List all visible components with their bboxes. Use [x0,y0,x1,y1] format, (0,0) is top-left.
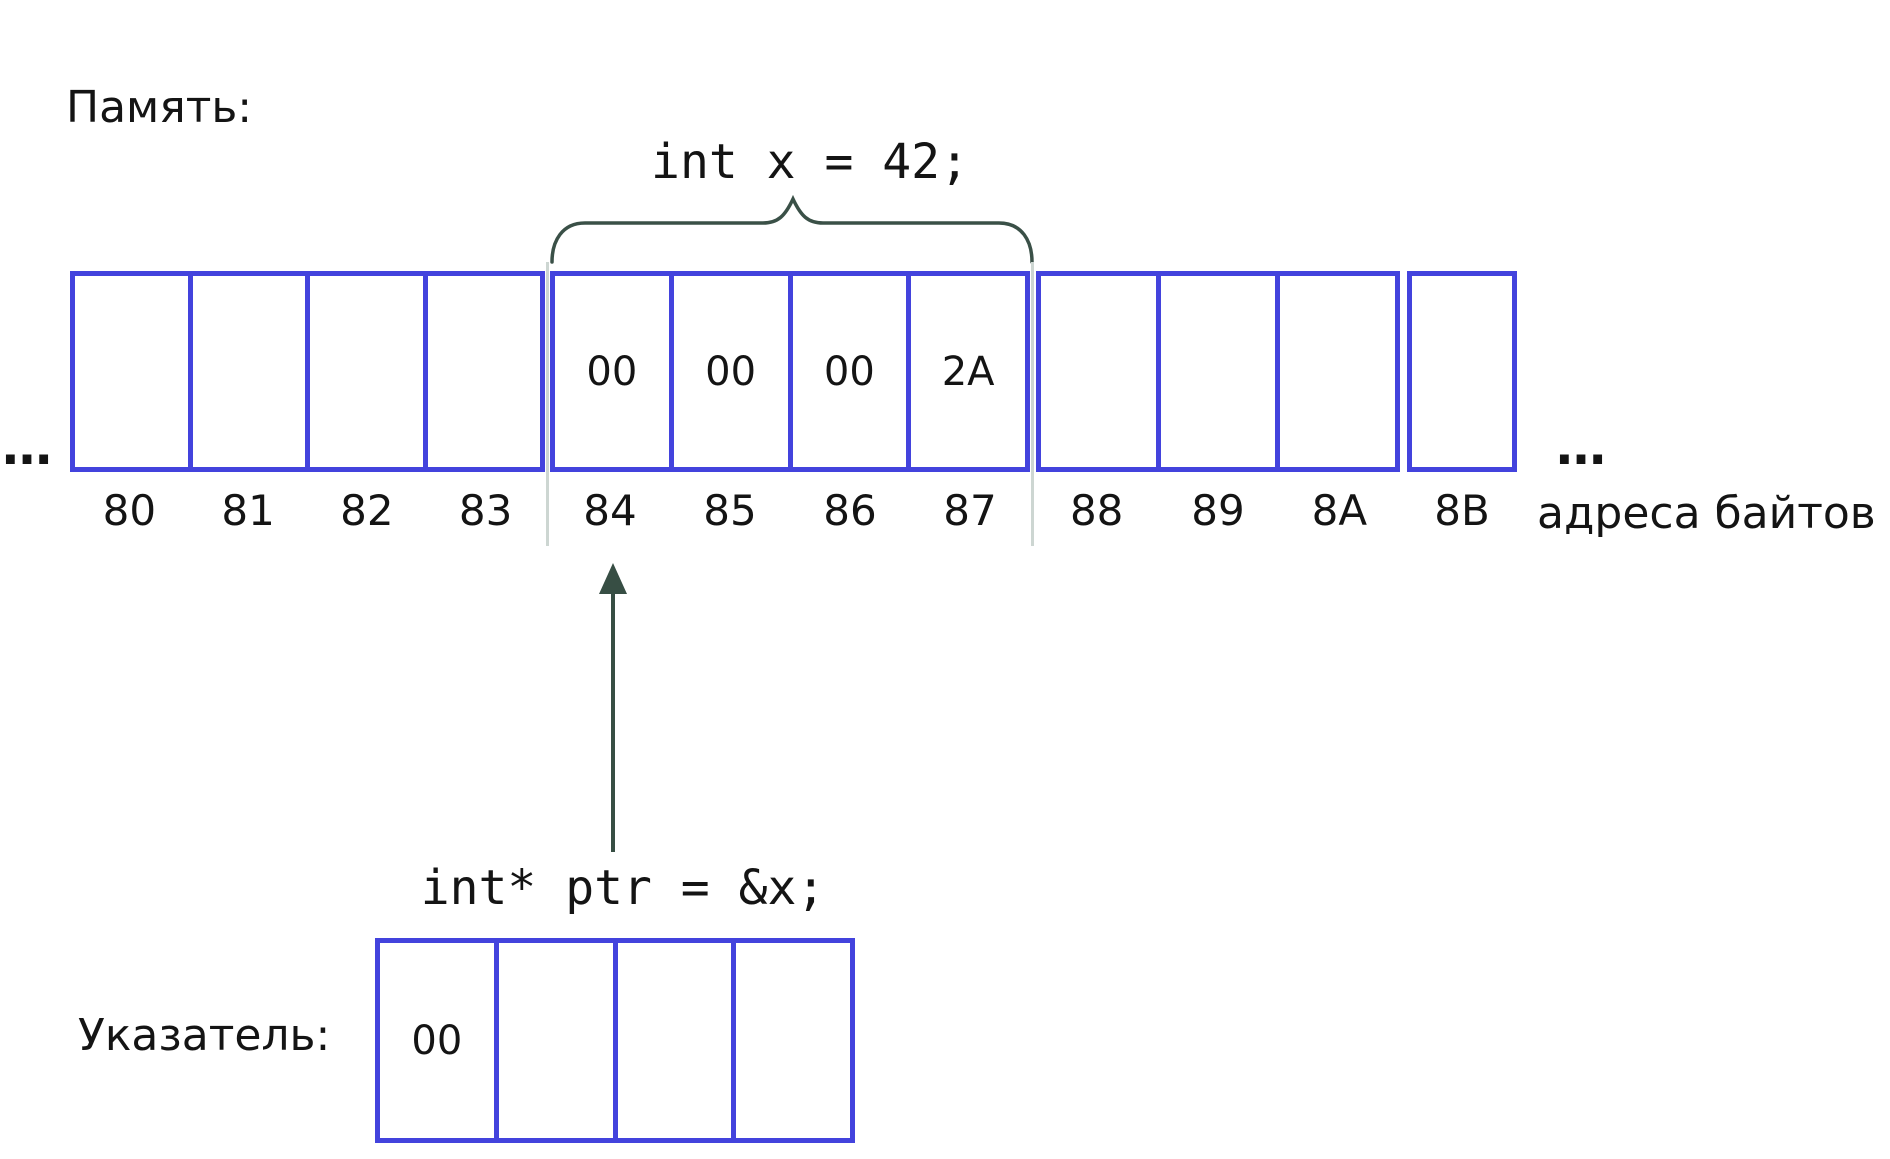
address-label: 84 [583,486,637,535]
byte-value: 2A [941,348,995,395]
address-label: 89 [1191,486,1245,535]
pointer-cells: 00 [375,938,855,1143]
memory-cells: 00 00 00 2A [550,271,1030,472]
memory-group: 00 00 00 2A 84 85 86 87 [550,271,1030,534]
memory-group: 80 81 82 83 [70,271,545,534]
right-guide-line [1031,262,1034,546]
memory-section-label: Память: [66,82,253,133]
memory-cell: 00 [555,276,669,467]
memory-cell: 00 [787,276,907,467]
address-label: 85 [703,486,757,535]
up-arrow-icon [599,563,627,852]
pointer-group: 00 [375,938,855,1143]
byte-value: 00 [411,1017,463,1064]
memory-cells [70,271,545,472]
memory-cell [422,276,541,467]
address-label: 80 [102,486,157,535]
memory-cell [1412,276,1512,467]
memory-group: 8B [1407,271,1517,534]
left-ellipsis: … [2,418,54,476]
memory-cell [75,276,188,467]
address-label: 83 [458,486,513,535]
address-label: 8B [1434,486,1490,535]
memory-cells [1407,271,1517,472]
byte-value: 00 [705,348,757,395]
int-x-code-label: int x = 42; [651,134,969,190]
address-label: 87 [943,486,997,535]
pointer-cell [731,943,850,1138]
byte-value: 00 [586,348,638,395]
address-label: 81 [221,486,275,535]
byte-value: 00 [823,348,875,395]
address-row: 80 81 82 83 [70,486,545,535]
memory-cell [1041,276,1156,467]
byte-addresses-label: адреса байтов [1537,488,1876,539]
right-ellipsis: … [1556,418,1608,476]
address-label: 88 [1069,486,1124,535]
memory-cell [1275,276,1395,467]
pointer-section-label: Указатель: [78,1010,331,1061]
memory-cell [187,276,306,467]
memory-cell [1155,276,1276,467]
memory-cell: 2A [906,276,1025,467]
pointer-cell [493,943,613,1138]
address-label: 86 [823,486,877,535]
pointer-cell [612,943,732,1138]
address-label: 82 [340,486,394,535]
pointer-cell: 00 [380,943,494,1138]
address-row: 88 89 8A [1036,486,1400,535]
memory-cell: 00 [668,276,788,467]
pointer-code-label: int* ptr = &x; [420,860,826,916]
brace-icon [550,195,1034,264]
address-row: 84 85 86 87 [550,486,1030,535]
address-label: 8A [1311,486,1368,535]
memory-group: 88 89 8A [1036,271,1400,534]
address-row: 8B [1407,486,1517,535]
left-guide-line [546,262,549,546]
memory-cell [305,276,423,467]
memory-cells [1036,271,1400,472]
